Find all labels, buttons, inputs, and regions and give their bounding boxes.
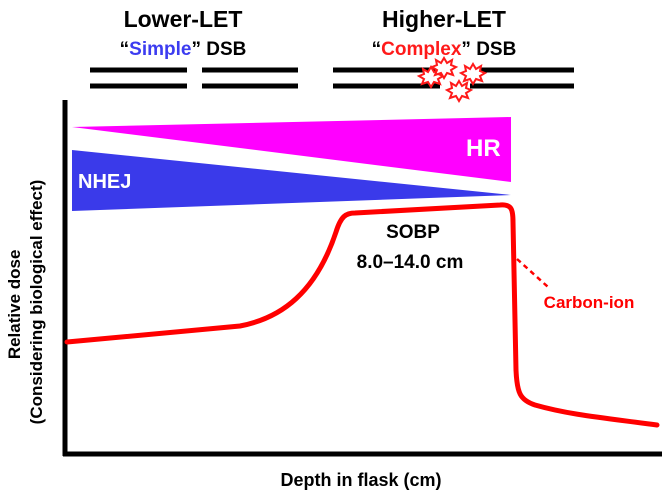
damage-bursts [416,56,488,103]
x-axis-label: Depth in flask (cm) [280,470,441,490]
hr-label: HR [466,135,501,162]
y-axis-label-line1: Relative dose [5,250,24,360]
carbon-ion-label: Carbon-ion [544,293,635,312]
y-axis-label: Relative dose (Considering biological ef… [5,180,46,425]
nhej-label: NHEJ [78,171,131,193]
complex-word: Complex [381,39,462,60]
starburst-icon [429,56,459,80]
complex-dsb-strands [333,67,574,89]
axes [62,100,662,457]
carbon-ion-leader-line [516,258,549,288]
simple-dsb-label: “Simple” DSB [120,39,247,60]
higher-let-heading: Higher-LET [382,6,506,32]
simple-word: Simple [129,39,191,60]
complex-open-quote: “ [372,39,382,60]
sobp-title: SOBP [386,222,440,243]
complex-dsb-label: “Complex” DSB [372,39,517,60]
hr-wedge [72,117,511,182]
nhej-wedge [72,150,511,211]
simple-open-quote: “ [120,39,130,60]
carbon-ion-dose-curve [64,202,660,428]
starburst-icon [458,62,488,86]
simple-dsb-strands [90,67,298,89]
starburst-icon [444,79,474,103]
simple-close-dsb: ” DSB [191,39,246,60]
complex-close-dsb: ” DSB [461,39,516,60]
sobp-range: 8.0–14.0 cm [357,252,464,273]
y-axis-label-line2: (Considering biological effect) [27,180,46,425]
lower-let-heading: Lower-LET [124,6,243,32]
